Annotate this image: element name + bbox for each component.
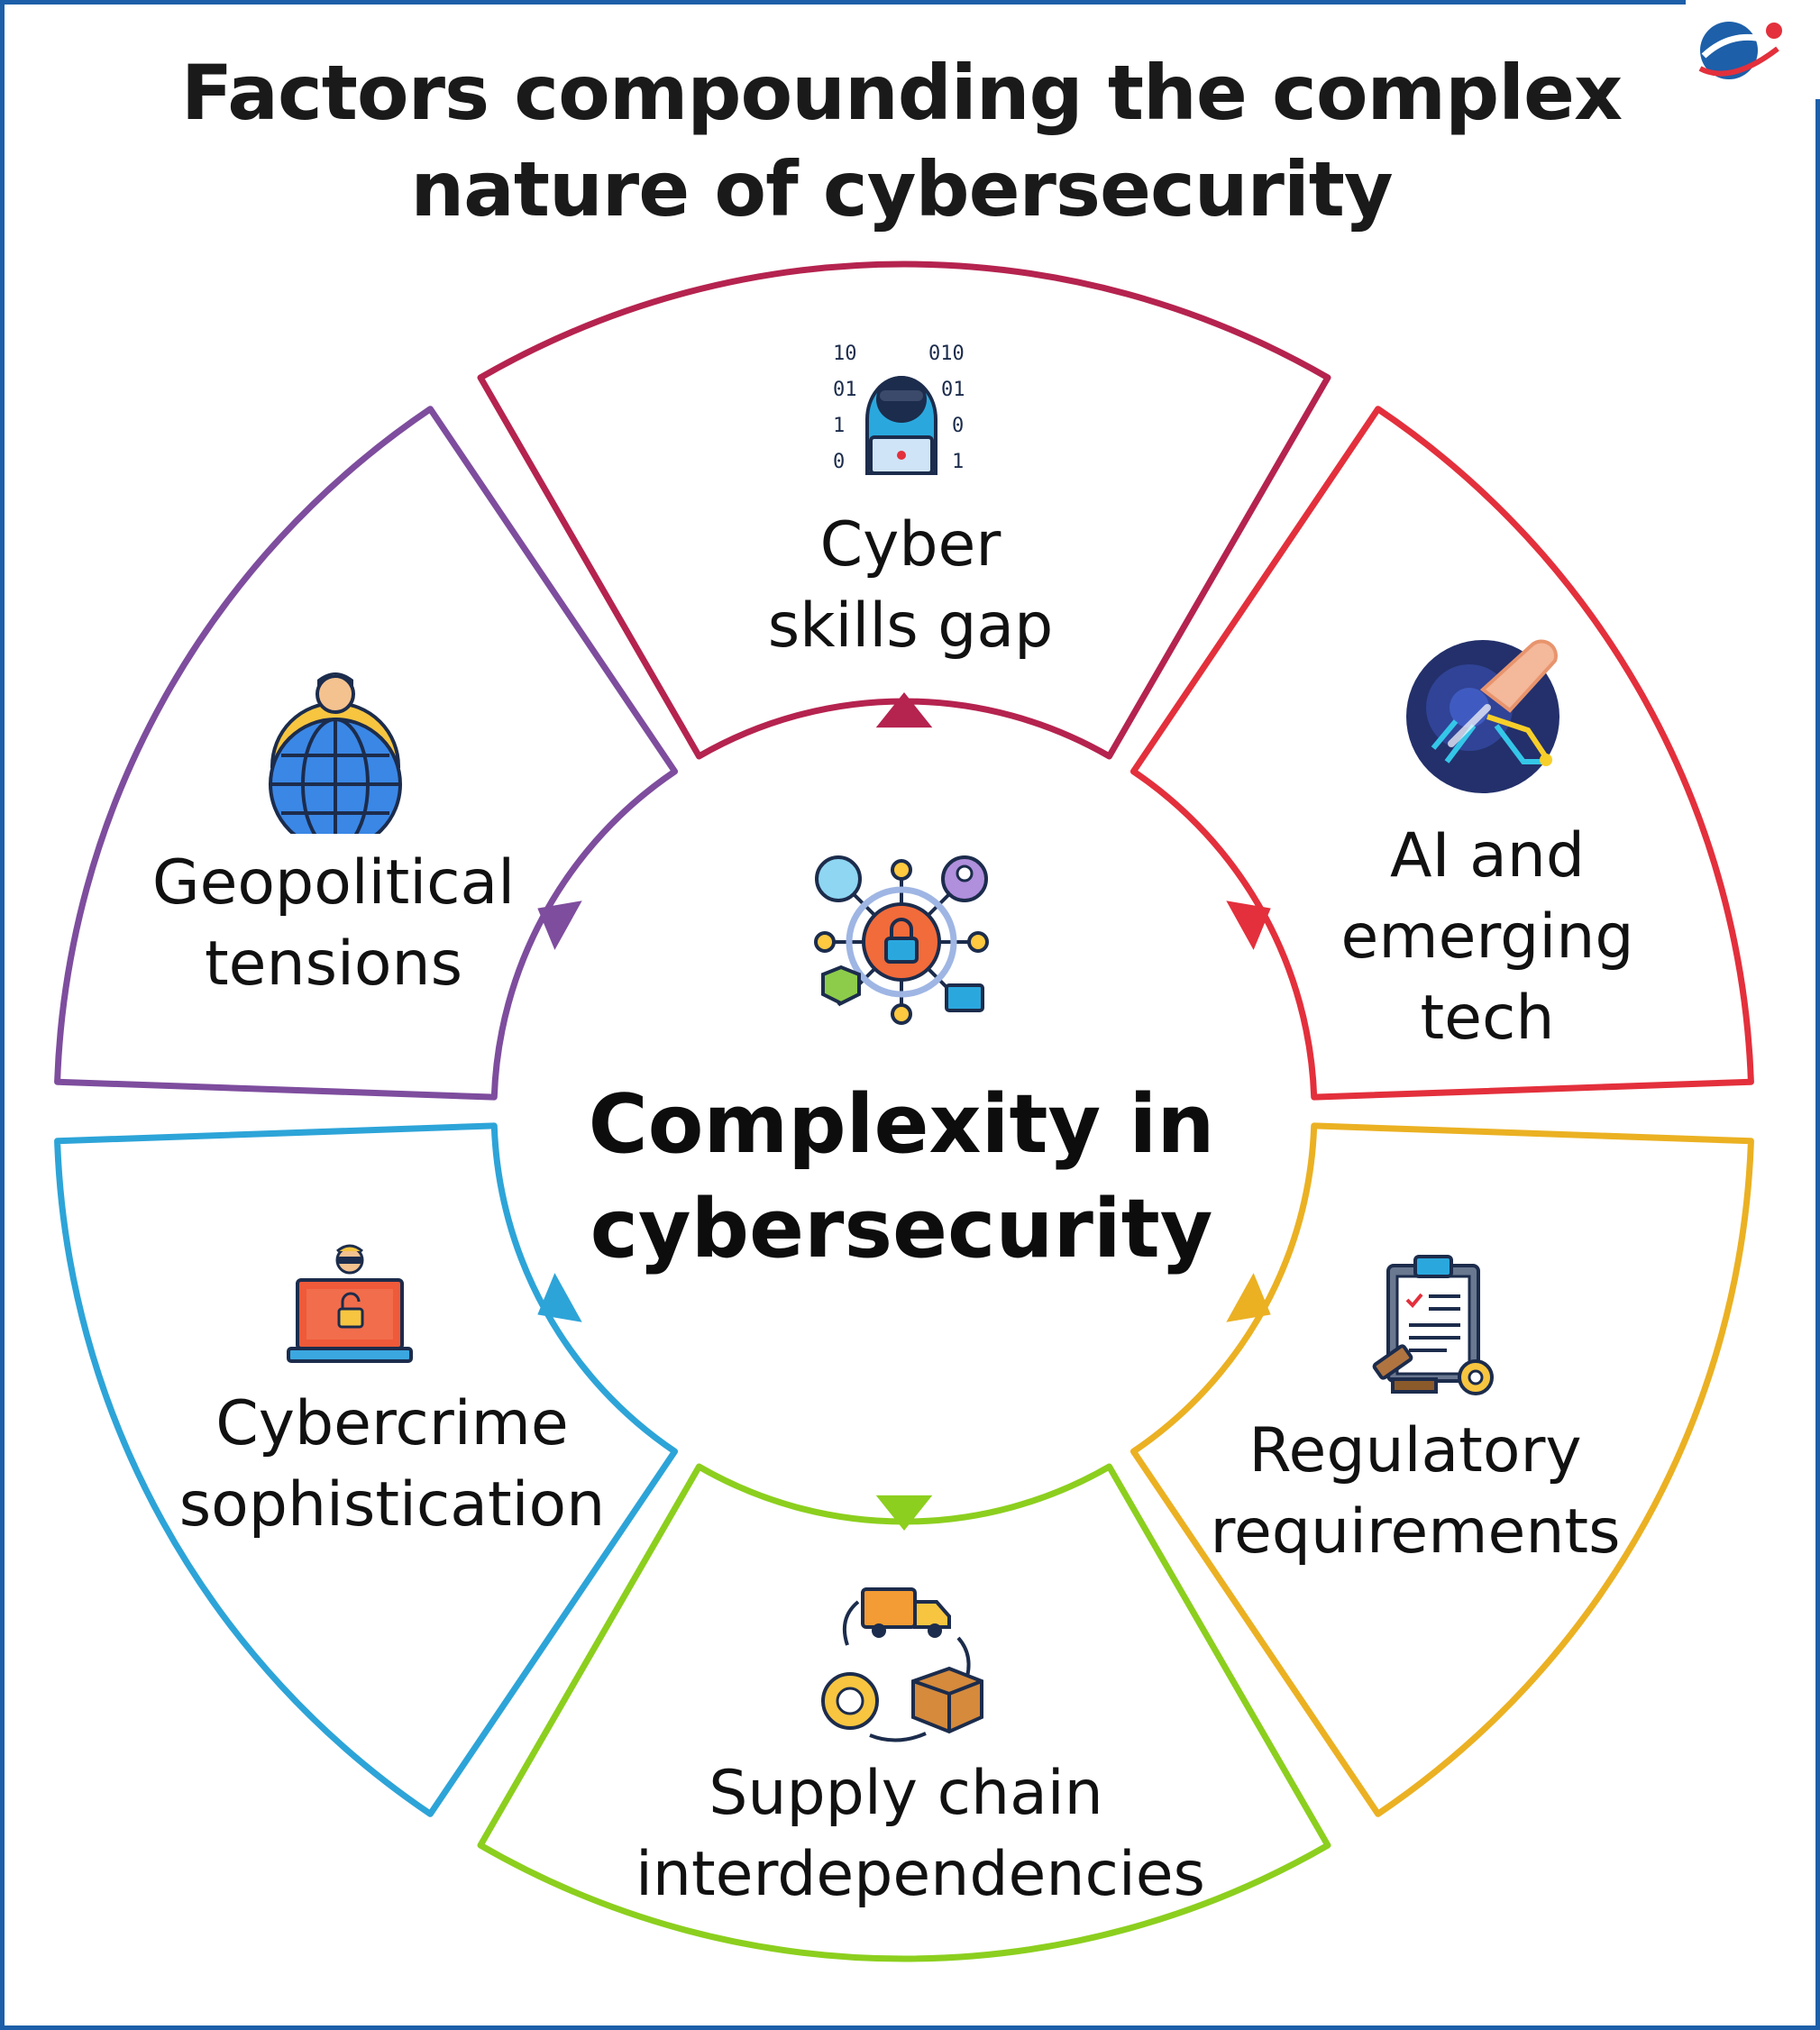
svg-text:10: 10 bbox=[833, 343, 857, 365]
center-title-line-1: Complexity in bbox=[588, 1077, 1215, 1172]
supply-chain-cycle-icon bbox=[821, 1587, 983, 1742]
arrow-ai-emerging-tech bbox=[1226, 901, 1271, 950]
arrow-geopolitical-tensions bbox=[537, 901, 582, 950]
label-cybercrime-sophistication: Cybercrime sophistication bbox=[122, 1384, 663, 1546]
label-regulatory-requirements: Regulatory requirements bbox=[1145, 1411, 1686, 1573]
frame-top-border bbox=[0, 0, 1686, 5]
label-supply-chain: Supply chain interdependencies bbox=[636, 1753, 1205, 1916]
label-cyber-skills-gap: Cyber skills gap bbox=[640, 505, 1181, 667]
center-title: Complexity in cybersecurity bbox=[505, 1073, 1298, 1282]
page-title: Factors compounding the complex nature o… bbox=[90, 45, 1713, 238]
svg-text:01: 01 bbox=[833, 379, 857, 401]
svg-text:1: 1 bbox=[833, 415, 845, 437]
clipboard-gavel-icon bbox=[1372, 1255, 1494, 1395]
segment-supply-chain bbox=[477, 1463, 1331, 1962]
label-line: tensions bbox=[204, 928, 463, 1000]
segment-cybercrime-sophistication bbox=[54, 1122, 679, 1817]
label-ai-emerging-tech: AI and emerging tech bbox=[1217, 816, 1758, 1059]
svg-text:010: 010 bbox=[928, 343, 965, 365]
label-line: AI and bbox=[1389, 820, 1586, 892]
svg-text:01: 01 bbox=[941, 379, 965, 401]
segment-cyber-skills-gap bbox=[477, 261, 1331, 760]
center-title-line-2: cybersecurity bbox=[590, 1182, 1213, 1276]
arrow-cyber-skills-gap bbox=[875, 692, 933, 728]
svg-text:0: 0 bbox=[952, 415, 964, 437]
label-line: Cyber bbox=[819, 509, 1001, 581]
label-line: Supply chain bbox=[709, 1758, 1103, 1829]
title-line-2: nature of cybersecurity bbox=[410, 145, 1393, 233]
arrow-supply-chain bbox=[875, 1495, 933, 1531]
title-line-1: Factors compounding the complex bbox=[180, 49, 1623, 137]
segment-regulatory-requirements bbox=[1129, 1122, 1754, 1817]
label-line: Regulatory bbox=[1248, 1415, 1582, 1486]
frame-right-border bbox=[1815, 99, 1820, 2030]
label-geopolitical-tensions: Geopolitical tensions bbox=[63, 843, 604, 1005]
frame-left-border bbox=[0, 0, 5, 2030]
network-lock-icon bbox=[814, 855, 989, 1025]
ai-touch-icon bbox=[1406, 639, 1559, 793]
svg-text:0: 0 bbox=[833, 451, 845, 473]
svg-text:1: 1 bbox=[952, 451, 964, 473]
label-line: emerging bbox=[1340, 901, 1634, 973]
label-line: skills gap bbox=[767, 590, 1054, 662]
label-line: tech bbox=[1420, 983, 1555, 1054]
label-line: Cybercrime bbox=[215, 1388, 569, 1459]
label-line: sophistication bbox=[178, 1469, 606, 1541]
label-line: interdependencies bbox=[636, 1839, 1205, 1910]
laptop-intruder-icon bbox=[287, 1244, 413, 1363]
arrow-cybercrime-sophistication bbox=[537, 1273, 582, 1322]
globe-leader-icon bbox=[263, 672, 407, 834]
label-line: requirements bbox=[1210, 1496, 1621, 1568]
brand-logo-icon bbox=[1698, 22, 1782, 79]
arrow-regulatory-requirements bbox=[1226, 1273, 1271, 1322]
frame-bottom-border bbox=[0, 2025, 1820, 2030]
label-line: Geopolitical bbox=[151, 847, 516, 919]
